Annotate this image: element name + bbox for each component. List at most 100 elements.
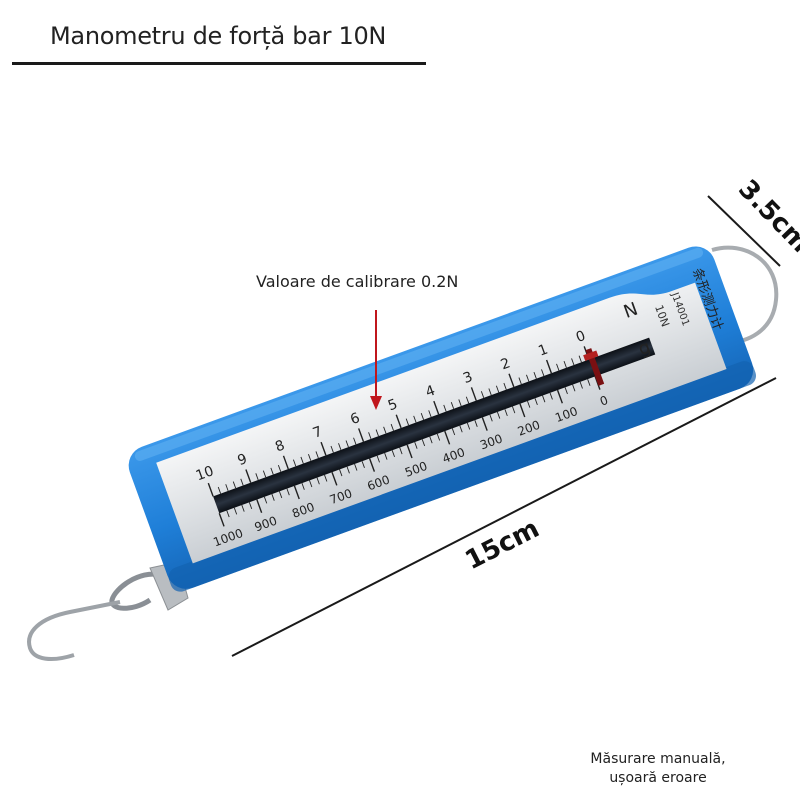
gram-tick [263,496,268,504]
gram-tick [278,491,283,499]
gram-tick [556,389,563,404]
gram-tick [361,461,365,468]
newton-tick [245,469,252,483]
newton-scale-label: 10 [194,463,216,484]
newton-tick [518,377,522,385]
newton-tick [282,455,289,470]
gram-tick [512,406,516,414]
newton-tick [207,482,214,497]
gram-tick [226,510,230,518]
gram-tick-marks [218,376,601,527]
newton-tick [395,414,402,429]
newton-tick [375,429,379,437]
calibration-arrow [370,310,382,410]
newton-tick [277,464,282,472]
newton-tick [358,428,365,442]
gram-tick [489,414,493,422]
gram-tick [579,381,583,389]
gram-tick [309,480,313,488]
gram-tick [519,403,526,418]
gram-tick [504,409,508,416]
gram-scale-label: 0 [598,393,610,409]
width-label: 3.5cm [732,174,800,259]
title-bar: Manometru de forță bar 10N [12,8,426,62]
gram-tick [549,392,553,400]
gram-tick [301,482,305,490]
newton-tick [413,415,417,423]
gram-tick [399,447,403,455]
newton-tick [292,459,297,467]
gram-tick [406,444,413,459]
newton-tick [405,418,409,426]
gram-tick [346,466,350,474]
spring-slot [213,337,656,514]
newton-tick [345,440,349,448]
newton-tick [338,443,342,450]
newton-tick [308,454,312,461]
gram-tick [421,439,426,447]
title-underline [12,62,426,65]
gram-tick [339,469,343,477]
newton-tick [480,391,485,398]
metal-scale-plate [156,282,727,564]
newton-tick [320,441,327,456]
gram-tick [587,379,591,386]
gram-tick [368,458,376,472]
gram-tick [451,428,456,436]
newton-tick [470,387,477,401]
newton-tick [458,399,462,407]
newton-tick [465,396,470,404]
newton-tick [420,412,425,420]
calibration-label: Valoare de calibrare 0.2N [256,272,459,291]
newton-tick [353,437,357,445]
newton-tick [300,456,304,464]
newton-tick [330,445,334,453]
gram-tick [271,493,275,501]
indicator-pointer [583,348,605,386]
gram-tick [444,430,451,445]
newton-tick [545,359,553,374]
gram-tick [414,441,418,449]
gram-tick [474,420,478,427]
newton-tick [217,486,222,494]
newton-tick [443,404,447,412]
gram-tick [542,395,546,403]
newton-tick [255,473,259,481]
newton-tick [383,426,387,434]
newton-tick [450,402,455,409]
gram-tick [241,504,245,512]
newton-tick [315,451,319,459]
page-title: Manometru de forță bar 10N [50,22,387,50]
note-line-2: ușoară eroare [609,770,707,786]
newton-tick [225,484,229,492]
gram-tick [527,400,531,408]
gram-tick [376,455,380,463]
newton-tick [270,467,274,475]
newton-tick [556,363,560,371]
gram-tick [459,425,463,433]
newton-tick [541,369,545,377]
gram-tick [233,507,238,515]
measurement-note: Măsurare manuală, ușoară eroare [588,750,728,788]
newton-tick [563,360,567,368]
newton-tick [578,355,582,363]
note-line-1: Măsurare manuală, [590,751,726,767]
top-ring [711,245,779,345]
newton-tick [508,373,515,388]
gram-tick [436,433,441,441]
gram-tick [572,384,576,392]
gram-tick [316,477,320,485]
gram-tick [354,463,358,471]
gram-tick [218,513,225,527]
gram-tick [481,417,488,431]
gram-tick [384,452,388,460]
gram-tick [534,398,538,406]
gram-tick [391,450,395,458]
gram-tick [466,422,471,430]
gram-tick [331,471,338,486]
bottom-hook [27,561,189,662]
gram-tick [564,387,568,395]
newton-tick [433,400,440,415]
newton-tick [428,410,432,418]
